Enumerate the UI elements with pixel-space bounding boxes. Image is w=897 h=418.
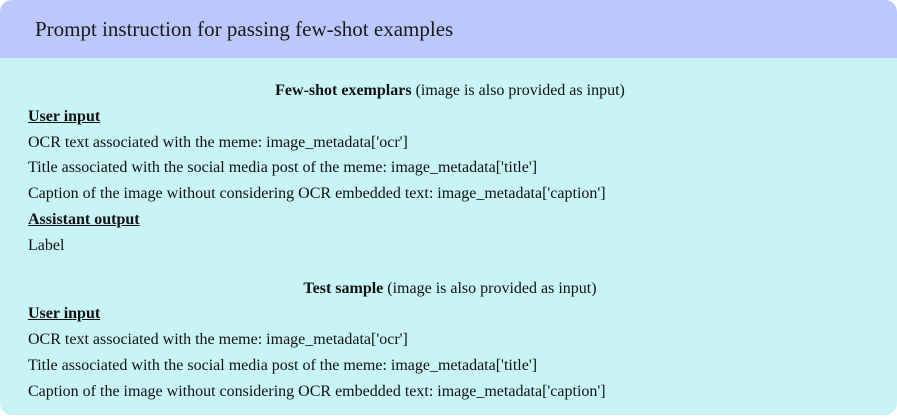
box-header: Prompt instruction for passing few-shot … — [0, 0, 897, 58]
test-user-input-label: User input — [28, 305, 101, 323]
fewshot-line-caption: Caption of the image without considering… — [28, 185, 606, 203]
fewshot-title-rest: (image is also provided as input) — [411, 82, 625, 99]
section-gap — [28, 259, 897, 276]
test-line-title: Title associated with the social media p… — [28, 356, 538, 374]
fewshot-title-bold: Few-shot exemplars — [275, 82, 412, 99]
fewshot-line-ocr: OCR text associated with the meme: image… — [28, 133, 408, 151]
fewshot-user-input-label: User input — [28, 107, 101, 125]
test-title-bold: Test sample — [303, 279, 384, 297]
fewshot-assistant-output-label: Assistant output — [28, 210, 140, 228]
test-section-title: Test sample (image is also provided as i… — [28, 276, 872, 302]
fewshot-section-title: Few-shot exemplars (image is also provid… — [28, 78, 872, 104]
test-line-caption: Caption of the image without considering… — [28, 382, 606, 400]
test-line-ocr: OCR text associated with the meme: image… — [28, 331, 408, 349]
fewshot-line-title: Title associated with the social media p… — [28, 159, 538, 177]
header-title: Prompt instruction for passing few-shot … — [35, 16, 454, 41]
test-title-rest: (image is also provided as input) — [383, 279, 597, 297]
box-body: Few-shot exemplars (image is also provid… — [0, 58, 897, 405]
fewshot-assistant-value: Label — [28, 236, 65, 254]
